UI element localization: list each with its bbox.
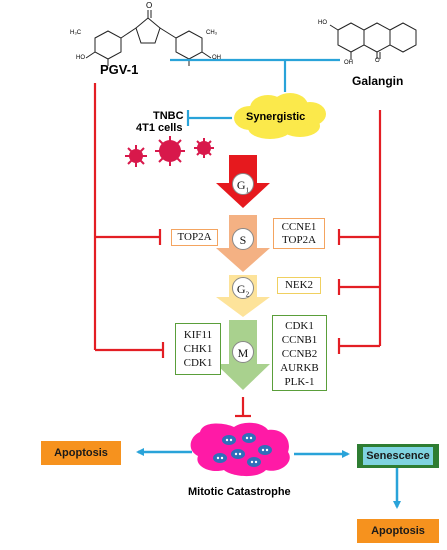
pgv1-methyl-label: H₃C bbox=[70, 30, 82, 36]
pgv1-cyclopentanone bbox=[135, 17, 161, 44]
target-gene: CDK1 bbox=[183, 357, 213, 369]
compound-label-galangin: Galangin bbox=[352, 74, 404, 88]
target-box-right-s: CCNE1 TOP2A bbox=[273, 218, 325, 249]
phase-g2-subscript: 2 bbox=[245, 290, 250, 299]
phase-g1-subscript: 1 bbox=[245, 186, 250, 195]
pgv1-methyl-label-2: CH₃ bbox=[206, 30, 218, 36]
target-gene: KIF11 bbox=[183, 329, 213, 341]
tumor-cell-left bbox=[125, 145, 147, 167]
tumor-cells bbox=[125, 136, 214, 167]
mitotic-catastrophe-label: Mitotic Catastrophe bbox=[188, 486, 291, 498]
target-box-right-g2: NEK2 bbox=[277, 277, 321, 294]
senescence-label: Senescence bbox=[363, 447, 433, 465]
synergistic-label: Synergistic bbox=[246, 111, 306, 123]
target-gene: CCNB2 bbox=[281, 348, 318, 360]
galangin-structure bbox=[329, 22, 417, 60]
target-gene: AURKB bbox=[280, 362, 319, 374]
inhibition-network bbox=[93, 83, 382, 418]
mitotic-catastrophe-cell bbox=[190, 422, 290, 477]
target-gene: TOP2A bbox=[177, 231, 212, 243]
apoptosis-box: Apoptosis bbox=[41, 441, 121, 465]
synergy-connectors bbox=[170, 58, 340, 126]
senescence-box: Senescence bbox=[357, 444, 439, 468]
pgv1-right-ring bbox=[175, 30, 203, 60]
galangin-hydroxyl-label: HO bbox=[318, 20, 327, 26]
phase-g1: G1 bbox=[232, 173, 254, 195]
tumor-cell-middle bbox=[155, 136, 185, 166]
target-box-left-s: TOP2A bbox=[171, 229, 218, 246]
pgv1-structure bbox=[85, 10, 212, 66]
target-box-left-m: KIF11 CHK1 CDK1 bbox=[175, 323, 221, 375]
synergistic-cloud bbox=[234, 93, 326, 139]
galangin-b-ring bbox=[389, 22, 417, 53]
target-gene: NEK2 bbox=[284, 279, 314, 291]
galangin-a-ring bbox=[337, 22, 365, 53]
galangin-c-ring bbox=[363, 22, 391, 53]
outcome-arrows bbox=[136, 448, 401, 509]
phase-g2-letter: G bbox=[236, 282, 246, 296]
target-gene: PLK-1 bbox=[284, 376, 315, 388]
target-gene: CDK1 bbox=[285, 320, 314, 332]
target-gene: CCNE1 bbox=[281, 221, 317, 233]
phase-m-letter: M bbox=[237, 346, 249, 360]
compound-label-pgv1: PGV-1 bbox=[100, 62, 139, 77]
pgv1-left-ring bbox=[94, 30, 122, 60]
target-gene: CCNB1 bbox=[281, 334, 318, 346]
phase-g2: G2 bbox=[232, 277, 254, 299]
tumor-cell-right bbox=[194, 138, 214, 158]
pgv1-oxygen-atom: O bbox=[146, 1, 153, 10]
galangin-oxygen-label: O bbox=[375, 58, 380, 64]
phase-s-letter: S bbox=[239, 233, 247, 247]
apoptosis-box-bottom: Apoptosis bbox=[357, 519, 439, 543]
target-gene: CHK1 bbox=[183, 343, 213, 355]
phase-g1-letter: G bbox=[236, 178, 246, 192]
target-box-right-m: CDK1 CCNB1 CCNB2 AURKB PLK-1 bbox=[272, 315, 327, 391]
pgv1-hydroxyl-label-2: OH bbox=[212, 55, 221, 61]
cell-type-label: TNBC bbox=[153, 110, 184, 122]
phase-s: S bbox=[232, 228, 254, 250]
galangin-hydroxyl-label-2: OH bbox=[344, 60, 353, 66]
phase-m: M bbox=[232, 341, 254, 363]
target-gene: TOP2A bbox=[281, 234, 317, 246]
pgv1-hydroxyl-label: HO bbox=[76, 55, 85, 61]
cell-line-label: 4T1 cells bbox=[136, 122, 183, 134]
